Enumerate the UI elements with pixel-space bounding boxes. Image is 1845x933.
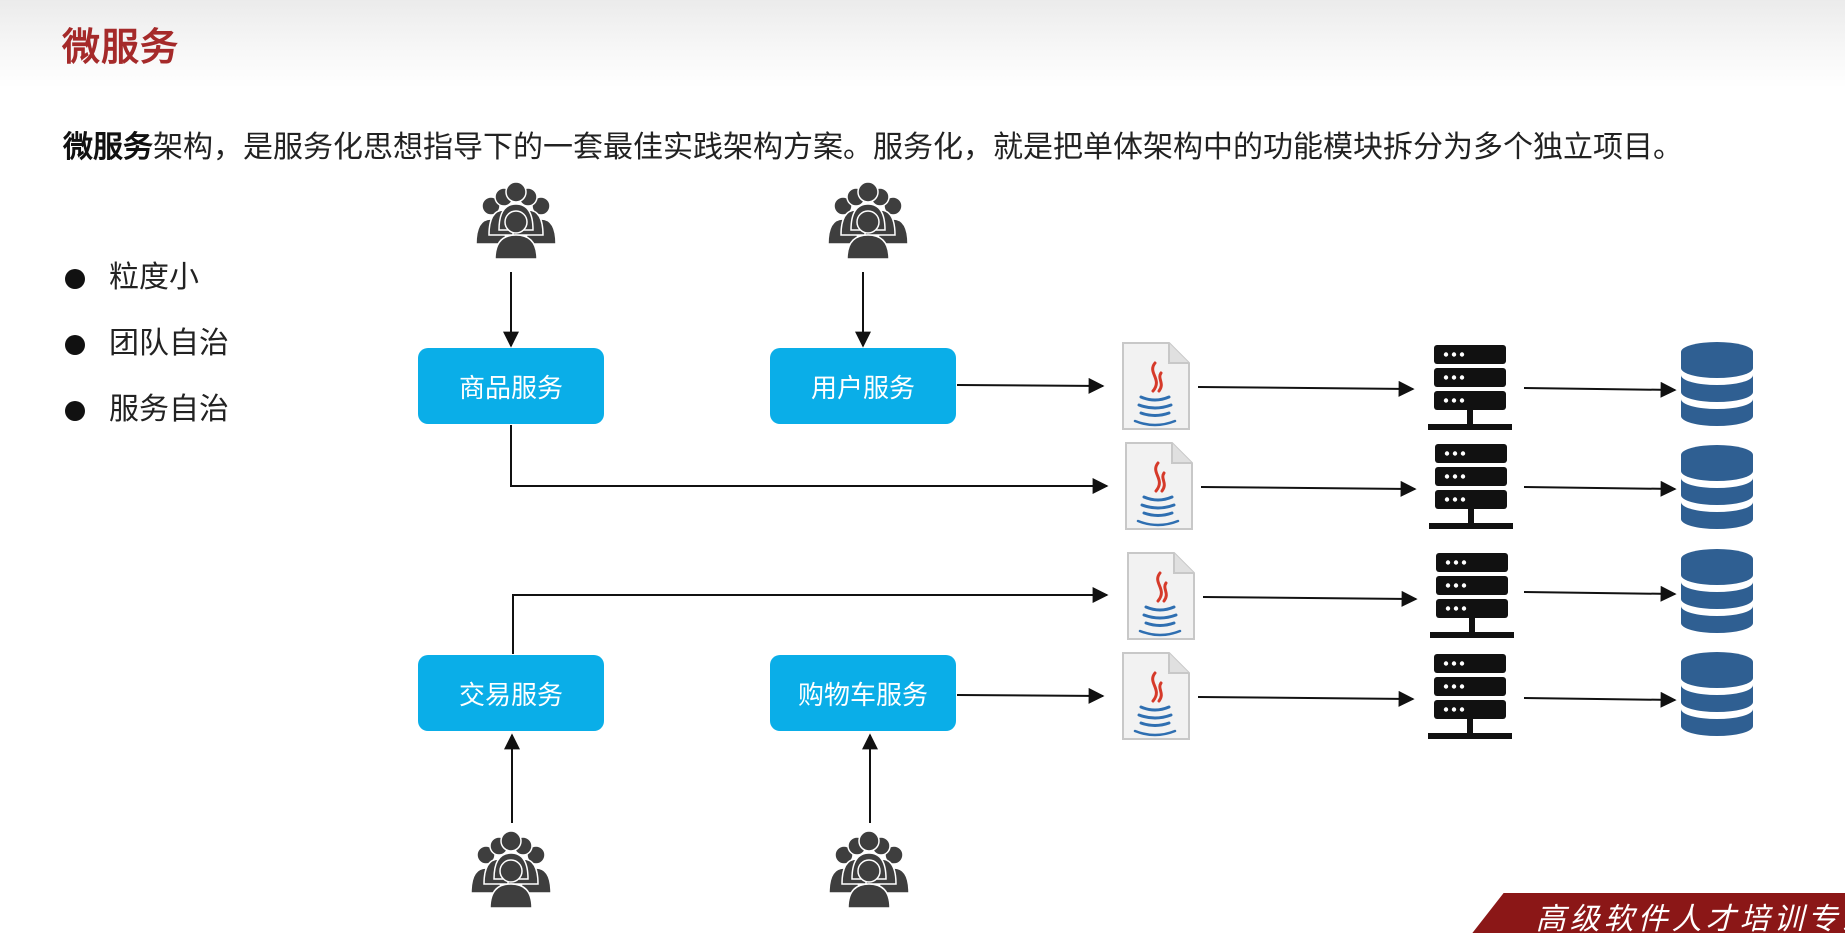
service-box-cart[interactable]: 购物车服务 (770, 655, 956, 731)
arrow-trade-to-project (512, 587, 1109, 654)
bullet-team-autonomy: 团队自治 (63, 318, 229, 384)
java-file-icon (1127, 552, 1195, 640)
feature-list: 粒度小 团队自治 服务自治 (63, 252, 229, 450)
arrow-cart-to-project (956, 687, 1105, 704)
users-group-icon (475, 181, 557, 260)
server-rack-icon (1429, 444, 1513, 529)
users-group-icon (828, 830, 910, 909)
arrow-server1-to-db (1523, 381, 1677, 398)
users-group-icon (827, 181, 909, 260)
database-icon (1681, 445, 1753, 529)
bullet-granularity: 粒度小 (63, 252, 229, 318)
arrow-server4-to-db (1523, 691, 1677, 708)
server-rack-icon (1428, 654, 1512, 739)
java-file-icon (1125, 442, 1193, 530)
arrow-server2-to-db (1523, 480, 1677, 497)
service-box-user[interactable]: 用户服务 (770, 348, 956, 424)
arrow-project1-to-server (1197, 380, 1415, 397)
service-box-trade[interactable]: 交易服务 (418, 655, 604, 731)
database-icon (1681, 652, 1753, 736)
intro-text: 架构，是服务化思想指导下的一套最佳实践架构方案。服务化，就是把单体架构中的功能模… (153, 130, 1683, 165)
users-group-icon (470, 830, 552, 909)
slide-header: 微服务 (0, 0, 1845, 88)
server-rack-icon (1428, 345, 1512, 430)
arrow-project2-to-server (1200, 480, 1417, 497)
database-icon (1681, 342, 1753, 426)
java-file-icon (1122, 342, 1190, 430)
java-file-icon (1122, 652, 1190, 740)
arrow-user-to-project (956, 377, 1105, 394)
page-title: 微服务 (62, 25, 180, 69)
arrow-project4-to-server (1197, 690, 1415, 707)
bullet-service-autonomy: 服务自治 (63, 384, 229, 450)
server-rack-icon (1430, 553, 1514, 638)
footer-banner: 高级软件人才培训专家 (1472, 893, 1845, 933)
database-icon (1681, 549, 1753, 633)
arrow-project3-to-server (1202, 590, 1418, 607)
arrow-server3-to-db (1523, 585, 1677, 602)
footer-slogan: 高级软件人才培训专家 (1535, 902, 1845, 933)
intro-paragraph: 微服务架构，是服务化思想指导下的一套最佳实践架构方案。服务化，就是把单体架构中的… (63, 118, 1723, 178)
service-box-product[interactable]: 商品服务 (418, 348, 604, 424)
arrow-product-to-project (510, 425, 1109, 494)
intro-bold-term: 微服务 (63, 130, 153, 165)
